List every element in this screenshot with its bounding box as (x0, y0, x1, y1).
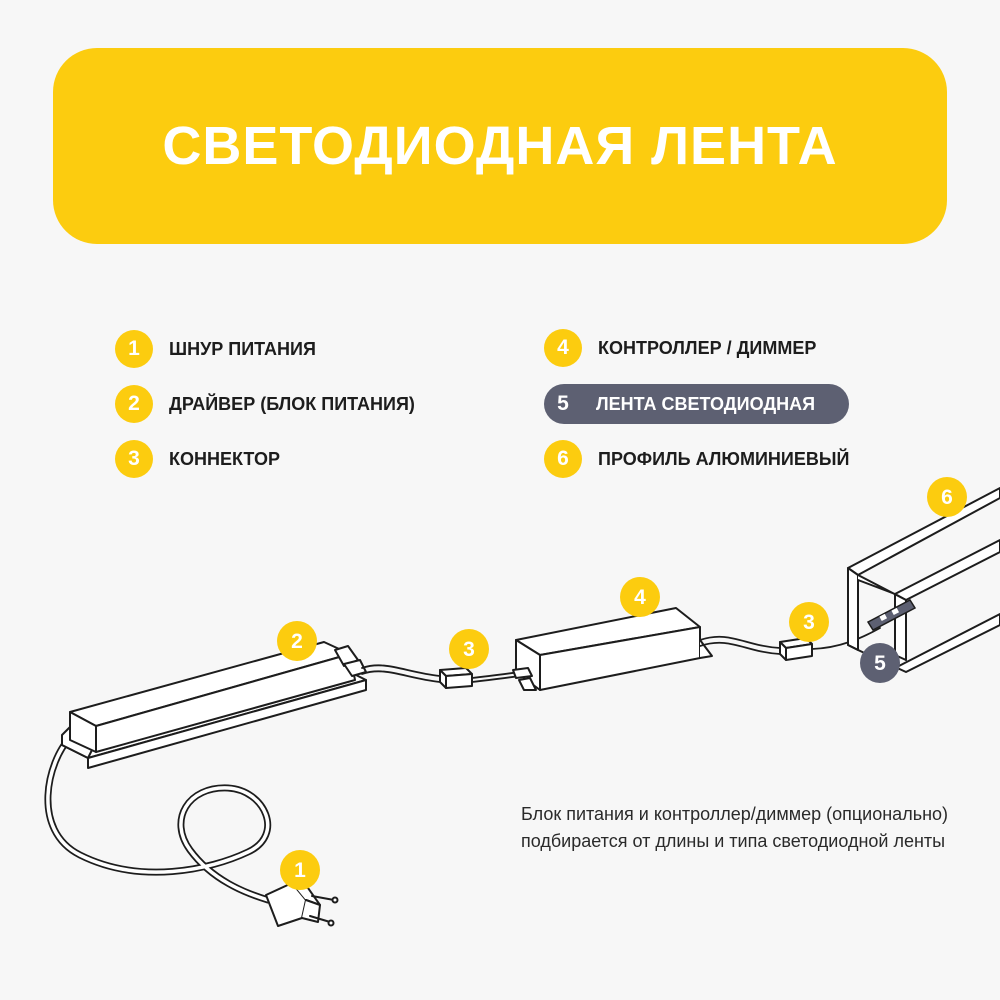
legend-label: ШНУР ПИТАНИЯ (169, 338, 316, 359)
controller-unit (512, 607, 713, 691)
callout-power-cord: 1 (280, 850, 320, 890)
legend-label: ЛЕНТА СВЕТОДИОДНАЯ (596, 393, 816, 414)
legend-item-driver: 2 ДРАЙВЕР (БЛОК ПИТАНИЯ) (115, 384, 415, 424)
callout-driver: 2 (277, 621, 317, 661)
legend-item-power-cord: 1 ШНУР ПИТАНИЯ (115, 329, 316, 369)
callout-number: 3 (803, 611, 815, 634)
legend-badge: 5 (557, 392, 569, 415)
legend-item-connector: 3 КОННЕКТОР (115, 439, 280, 479)
driver-unit (61, 641, 367, 769)
callout-connector-1: 3 (449, 629, 489, 669)
callout-number: 1 (294, 859, 306, 882)
legend-label: ДРАЙВЕР (БЛОК ПИТАНИЯ) (169, 393, 415, 414)
legend-badge: 2 (115, 385, 153, 423)
info-note: Блок питания и контроллер/диммер (опцион… (521, 804, 949, 851)
legend-label: ПРОФИЛЬ АЛЮМИНИЕВЫЙ (598, 448, 850, 469)
callout-connector-2: 3 (789, 602, 829, 642)
legend-label: КОННЕКТОР (169, 448, 280, 469)
legend-badge: 1 (115, 330, 153, 368)
aluminium-profile (847, 487, 1000, 673)
title-banner: СВЕТОДИОДНАЯ ЛЕНТА (53, 48, 947, 244)
callout-controller: 4 (620, 577, 660, 617)
legend-item-led-strip: 5 ЛЕНТА СВЕТОДИОДНАЯ (544, 384, 850, 424)
connector-1 (439, 667, 473, 689)
legend-item-controller: 4 КОНТРОЛЛЕР / ДИММЕР (544, 328, 816, 368)
led-strip (866, 599, 917, 631)
callout-number: 3 (463, 638, 475, 661)
callout-profile: 6 (927, 477, 967, 517)
callout-number: 5 (874, 652, 886, 675)
power-cord (44, 734, 272, 904)
callout-number: 6 (941, 486, 953, 509)
legend-badge: 4 (544, 329, 582, 367)
legend-badge: 6 (544, 440, 582, 478)
callout-number: 4 (634, 586, 646, 609)
callout-number: 2 (291, 630, 303, 653)
legend-label: КОНТРОЛЛЕР / ДИММЕР (598, 337, 817, 358)
legend-item-profile: 6 ПРОФИЛЬ АЛЮМИНИЕВЫЙ (544, 439, 849, 479)
legend-badge: 3 (115, 440, 153, 478)
page-title: СВЕТОДИОДНАЯ ЛЕНТА (162, 116, 838, 176)
callout-led-strip: 5 (860, 643, 900, 683)
